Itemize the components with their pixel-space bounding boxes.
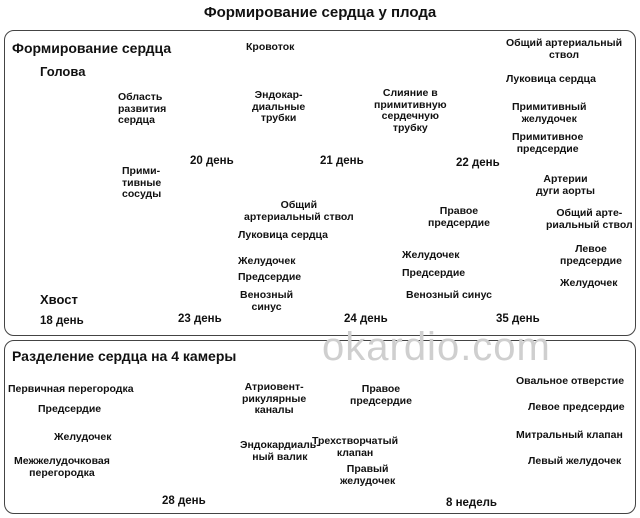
label-23-trunk: Общий артериальный ствол (244, 199, 354, 223)
label-8w-right-atrium: Правое предсердие (350, 383, 412, 407)
label-35-trunk: Общий арте- риальный ствол (546, 207, 633, 231)
label-35-ventricle: Желудочек (560, 277, 618, 289)
label-28-septum: Первичная перегородка (8, 383, 134, 395)
label-23-ventricle: Желудочек (238, 255, 296, 267)
label-35-left-atrium: Левое предсердие (560, 243, 622, 267)
label-head: Голова (40, 64, 86, 79)
label-28-av-canals: Атриовент- рикулярные каналы (242, 381, 307, 416)
label-day-23: 23 день (178, 313, 222, 325)
label-24-sinus: Венозный синус (406, 289, 492, 301)
label-22-atrium: Примитивное предсердие (512, 131, 584, 155)
label-23-sinus: Венозный синус (240, 289, 294, 313)
label-8w-tricuspid: Трехстворчатый клапан (312, 435, 399, 459)
label-endocardial-tubes: Эндокар- диальные трубки (252, 89, 306, 124)
label-22-trunk: Общий артериальный ствол (506, 37, 623, 61)
label-23-bulb: Луковица сердца (238, 229, 328, 241)
label-35-right-atrium: Правое предсердие (428, 205, 490, 229)
label-bloodflow: Кровоток (246, 41, 295, 53)
label-day-21: 21 день (320, 155, 364, 167)
panel-heart-division (4, 340, 636, 514)
label-day-24: 24 день (344, 313, 388, 325)
label-35-arches: Артерии дуги аорты (536, 173, 596, 197)
label-28-atrium: Предсердие (38, 403, 102, 415)
panel-heart-formation (4, 30, 636, 336)
section2-title: Разделение сердца на 4 камеры (12, 348, 237, 364)
label-day-28: 28 день (162, 495, 206, 507)
label-8w-left-ventricle: Левый желудочек (528, 455, 622, 467)
label-23-atrium: Предсердие (238, 271, 302, 283)
label-primitive-vessels: Прими- тивные сосуды (122, 165, 162, 200)
label-tail: Хвост (40, 292, 78, 307)
label-day-22: 22 день (456, 157, 500, 169)
label-8w-foramen: Овальное отверстие (516, 375, 625, 387)
label-28-cushion: Эндокардиаль- ный валик (240, 439, 320, 463)
label-24-ventricle: Желудочек (402, 249, 460, 261)
label-week-8: 8 недель (446, 497, 498, 509)
label-22-ventricle: Примитивный желудочек (512, 101, 587, 125)
label-day-18: 18 день (40, 315, 84, 327)
label-fusion: Слияние в примитивную сердечную трубку (374, 87, 447, 134)
page-title: Формирование сердца у плода (203, 4, 437, 21)
label-8w-right-ventricle: Правый желудочек (340, 463, 396, 487)
label-8w-left-atrium: Левое предсердие (528, 401, 625, 413)
label-28-iv-septum: Межжелудочковая перегородка (14, 455, 110, 479)
watermark: okardio.com (322, 325, 551, 369)
label-28-ventricle: Желудочек (54, 431, 112, 443)
label-day-35: 35 день (496, 313, 540, 325)
section1-title: Формирование сердца (12, 40, 172, 56)
label-day-20: 20 день (190, 155, 234, 167)
label-22-bulb: Луковица сердца (506, 73, 596, 85)
label-24-atrium: Предсердие (402, 267, 466, 279)
label-heart-area: Область развития сердца (118, 91, 167, 126)
label-8w-mitral: Митральный клапан (516, 429, 623, 441)
